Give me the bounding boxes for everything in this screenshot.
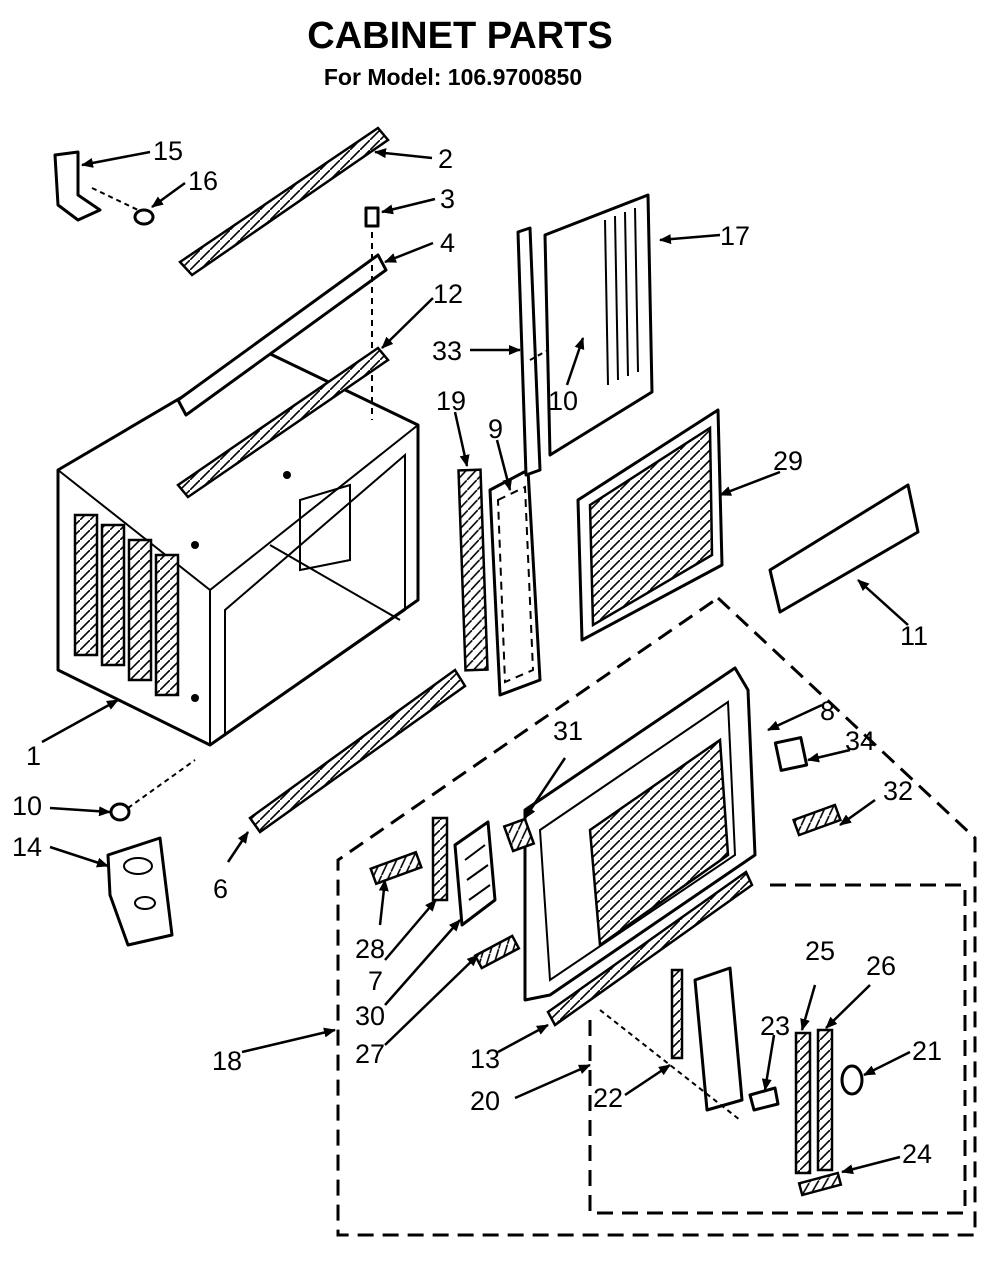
strip-part-27	[473, 934, 521, 970]
trim-part-11	[768, 483, 920, 614]
block-part-32	[791, 803, 843, 837]
label-part-14: 14	[12, 832, 42, 862]
label-part-15: 15	[153, 136, 183, 166]
strip-part-24	[797, 1171, 843, 1197]
label-part-19: 19	[436, 386, 466, 416]
cabinet-part-1	[56, 348, 420, 747]
bracket-part-30	[453, 820, 497, 927]
front-grille-part-8	[523, 666, 757, 1002]
curtain-frame-part-17	[543, 193, 654, 457]
strip-part-28	[369, 850, 423, 886]
label-part-7: 7	[368, 966, 383, 996]
label-part-10-left: 10	[12, 791, 42, 821]
screw-part-10-left	[109, 759, 196, 822]
rail-part-12	[176, 346, 390, 499]
gasket-part-19	[457, 468, 489, 672]
group-boundary-20	[588, 883, 967, 1215]
label-part-34: 34	[845, 726, 875, 756]
strip-part-25	[794, 1031, 812, 1175]
label-part-8: 8	[820, 696, 835, 726]
label-part-10-upper: 10	[548, 386, 578, 416]
rail-part-13	[546, 870, 754, 1027]
label-part-33: 33	[432, 336, 462, 366]
label-part-11: 11	[900, 621, 928, 651]
label-part-23: 23	[760, 1011, 790, 1041]
leader-lines	[41, 148, 911, 1175]
label-part-24: 24	[902, 1139, 932, 1169]
label-part-21: 21	[912, 1036, 942, 1066]
label-part-13: 13	[470, 1044, 500, 1074]
label-part-29: 29	[773, 446, 803, 476]
air-filter-part-29	[576, 408, 724, 642]
clip-part-23	[748, 1086, 780, 1112]
hardware-bag-part-14	[106, 836, 174, 947]
knob-part-34	[773, 736, 809, 772]
part-labels: 15 16 2 3 4 12 17 33 10 19 9 29 11 8 31 …	[12, 136, 942, 1169]
label-part-3: 3	[440, 184, 455, 214]
bar-part-4	[176, 253, 388, 417]
cabinet-louvers	[73, 513, 180, 697]
bracket-part-15	[53, 150, 102, 222]
label-part-12: 12	[433, 279, 463, 309]
clip-part-31	[502, 817, 536, 853]
panel-part-9	[488, 468, 542, 697]
rail-part-2	[178, 126, 390, 277]
strip-part-7	[431, 816, 449, 902]
strip-part-26	[816, 1028, 834, 1172]
model-subtitle: For Model: 106.9700850	[324, 64, 582, 90]
label-part-28: 28	[355, 934, 385, 964]
label-part-26: 26	[866, 951, 896, 981]
label-part-31: 31	[553, 716, 583, 746]
control-housing	[599, 966, 744, 1121]
label-part-22: 22	[593, 1083, 623, 1113]
label-part-1: 1	[26, 741, 41, 771]
side-bar-part-33	[516, 226, 542, 477]
label-part-20: 20	[470, 1086, 500, 1116]
page-title: CABINET PARTS	[307, 15, 612, 57]
knob-part-21	[840, 1064, 864, 1096]
label-part-4: 4	[440, 228, 455, 258]
nut-part-3	[364, 206, 380, 228]
group-boundary-18	[336, 596, 977, 1237]
label-part-27: 27	[355, 1039, 385, 1069]
label-part-32: 32	[883, 776, 913, 806]
label-part-25: 25	[805, 936, 835, 966]
label-part-30: 30	[355, 1001, 385, 1031]
label-part-2: 2	[438, 144, 453, 174]
label-part-9: 9	[488, 414, 503, 444]
strip-part-22	[670, 968, 684, 1060]
label-part-18: 18	[212, 1046, 242, 1076]
label-part-16: 16	[188, 166, 218, 196]
screw-part-16	[91, 187, 155, 226]
label-part-6: 6	[213, 874, 228, 904]
label-part-17: 17	[720, 221, 750, 251]
rail-part-6	[248, 668, 467, 834]
